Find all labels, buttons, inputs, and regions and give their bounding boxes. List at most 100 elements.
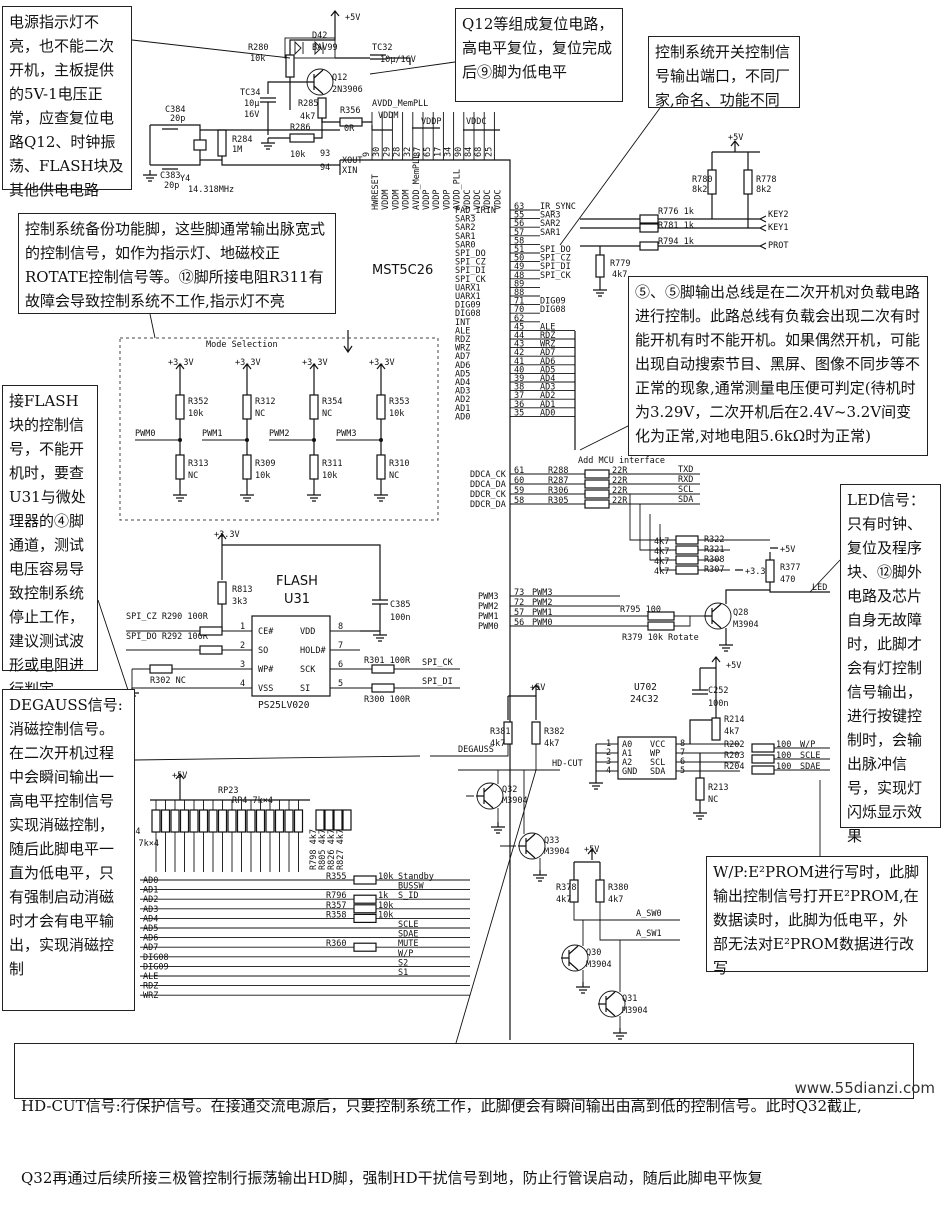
mode-top-label: R353: [389, 397, 409, 407]
bus-out-resistor-label: R357: [326, 901, 346, 911]
bus-out-resistor: [353, 913, 377, 924]
bus-line-label: AD2: [143, 895, 158, 905]
r280-resistor: [285, 54, 295, 78]
r292-label: SPI_DO R292 100R: [126, 632, 209, 642]
r203-value: 100: [776, 751, 791, 761]
r302-label: R302 NC: [150, 676, 186, 686]
chip-pin-number: 39: [514, 374, 524, 384]
flash-pin-right: HOLD#: [300, 646, 326, 656]
transistor-leads: [476, 783, 494, 809]
top-pin-number: 87: [413, 147, 423, 157]
r356-label: R356: [340, 106, 360, 116]
q28-label: Q28: [733, 608, 748, 618]
bus-line-label: DIG09: [143, 962, 169, 972]
eeprom-ref: U702: [634, 682, 657, 693]
power-arrow: [217, 533, 227, 545]
r284-resistor: [217, 129, 227, 157]
note-hdcut: HD-CUT信号:行保护信号。在接通交流电源后，只要控制系统工作，此脚便会有瞬间…: [14, 1043, 914, 1187]
r356-value: 0R: [344, 124, 355, 134]
transistor-leads: [518, 833, 536, 859]
note-power: 电源指示灯不亮，也不能二次开机，主板提供的5V-1电压正常，应查复位电路Q12、…: [2, 6, 132, 199]
tc34-v2: 16V: [244, 110, 259, 120]
chip-pin-net: AD2: [540, 391, 555, 401]
flash-pin-num-right: 5: [338, 679, 343, 689]
bus-line-label: AD6: [143, 934, 158, 944]
chip-pin-net: SAR1: [540, 228, 560, 238]
rp-resistor: [189, 809, 199, 833]
r204-value: 100: [776, 762, 791, 772]
r301-label: R301 100R: [364, 656, 411, 666]
eeprom-vcc: [689, 667, 717, 744]
eeprom-pin-left: GND: [622, 767, 637, 777]
r213-label: R213: [708, 783, 728, 793]
chip-pin-net: DIG09: [540, 297, 566, 307]
chip-pin-name: UARX1: [455, 292, 481, 302]
mode-bottom-label: R313: [188, 459, 208, 469]
spi-di-label: SPI_DI: [422, 677, 453, 687]
eeprom-signal-label: W/P: [800, 740, 815, 750]
r300-resistor: [371, 683, 395, 693]
flash-pin-left: CE#: [258, 627, 274, 637]
chip-pin-number: 58: [514, 236, 524, 246]
note-pointer: [134, 755, 421, 761]
ground-symbol: [719, 640, 733, 652]
r813-label: R813: [232, 585, 252, 595]
mode-bottom-resistor: [175, 454, 185, 480]
v33-label-pull: +3.3V: [745, 567, 771, 577]
r380-label: R380: [608, 883, 628, 893]
power-arrow: [531, 684, 541, 696]
r380-resistor: [595, 879, 605, 903]
r779-label: R779: [610, 259, 630, 269]
chip-pin-name: UARX1: [455, 283, 481, 293]
tc32-value: 10μ/16V: [380, 55, 416, 65]
degauss-v5-label: +5V: [530, 683, 545, 693]
ddc-pin-name: DDCA_CK: [470, 470, 507, 480]
vddp-label: VDDP: [421, 117, 441, 127]
q30-31-wires: [582, 920, 621, 1028]
flash-out-wires: [360, 668, 460, 689]
pwm-pin-number: 73: [514, 588, 524, 598]
bus-out-value: 1k: [378, 891, 388, 901]
c385-label: C385: [390, 600, 410, 610]
eeprom-pin-right: SCL: [650, 758, 665, 768]
pwm-pin-net: PWM0: [532, 618, 552, 628]
flash-pin-num-left: 2: [240, 641, 245, 651]
led-label: LED: [812, 583, 827, 593]
ground-symbol: [173, 490, 187, 502]
chip-pin-number: 45: [514, 322, 524, 332]
chip-pin-name: AD6: [455, 361, 470, 371]
r813-value: 3k3: [232, 597, 247, 607]
chip-pin-number: 70: [514, 305, 524, 315]
chip-pin-net: IR_SYNC: [540, 202, 576, 212]
r307-value: 4k7: [654, 567, 669, 577]
r377-resistor: [765, 559, 775, 583]
mode-bottom-resistor: [376, 454, 386, 480]
bus-out-resistor: [353, 875, 377, 885]
r781-label: R781 1k: [658, 221, 694, 231]
chip-pin-number: 38: [514, 383, 524, 393]
power-arrow: [711, 656, 721, 668]
chip-pin-number: 49: [514, 262, 524, 272]
power-arrow: [330, 10, 340, 22]
note-pointer: [455, 769, 537, 1044]
note-pointer: [149, 313, 156, 339]
ddc-signal-label: SDA: [678, 495, 693, 505]
r779-resistor: [595, 254, 605, 278]
junction: [379, 438, 383, 442]
q-wires: [466, 770, 541, 870]
chip-pin-net: SPI_DO: [540, 245, 571, 255]
mode-top-label: R312: [255, 397, 275, 407]
bus-line-label: AD5: [143, 924, 158, 934]
bus-out-signal: S1: [398, 968, 408, 978]
mode-v33-label: +3.3V: [302, 358, 328, 368]
q30-type: M3904: [586, 960, 612, 970]
r280-label: R280: [248, 43, 268, 53]
power-arrow: [730, 140, 740, 152]
chip-pin-number: 48: [514, 271, 524, 281]
bus-line-label: AD0: [143, 876, 158, 886]
chip-pin-number: 63: [514, 202, 524, 212]
r378-value: 4k7: [556, 895, 571, 905]
ddc-resistor-value: 22R: [612, 466, 628, 476]
c384-value: 20p: [170, 114, 185, 124]
tc34-label: TC34: [240, 88, 260, 98]
